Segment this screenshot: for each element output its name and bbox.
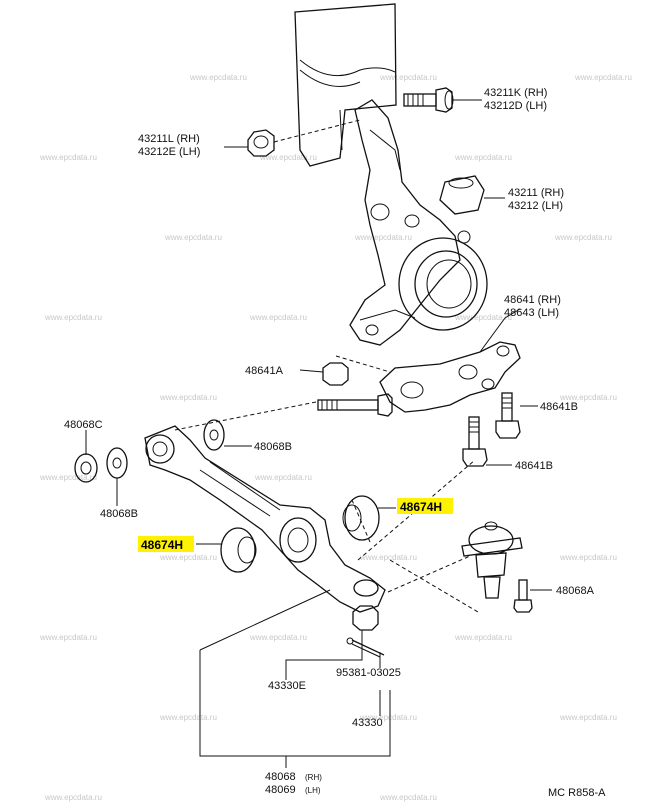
- watermark-text: www.epcdata.ru: [39, 153, 97, 162]
- assembly-dashed-lines: [174, 119, 479, 613]
- watermark-text: www.epcdata.ru: [254, 473, 312, 482]
- label-95381-03025: 95381-03025: [336, 667, 401, 679]
- watermark-text: www.epcdata.ru: [359, 553, 417, 562]
- watermark-text: www.epcdata.ru: [559, 713, 617, 722]
- bolt-48641b-lower-drawing: [462, 416, 488, 467]
- watermark-text: www.epcdata.ru: [259, 153, 317, 162]
- label-48068-rh-side: (RH): [305, 773, 322, 782]
- watermark-text: www.epcdata.ru: [379, 793, 437, 802]
- steering-knuckle-drawing: [349, 99, 488, 346]
- label-43211k-rh: 43211K (RH): [484, 87, 547, 99]
- watermark-text: www.epcdata.ru: [44, 793, 102, 802]
- watermark-text: www.epcdata.ru: [39, 473, 97, 482]
- label-48068: 48068: [265, 771, 296, 783]
- highlight-48674h-upper: [397, 498, 453, 514]
- lower-control-arm-drawing: [144, 425, 386, 613]
- watermark-text: www.epcdata.ru: [249, 313, 307, 322]
- watermark-text: www.epcdata.ru: [159, 393, 217, 402]
- knuckle-arm-plate-drawing: [379, 341, 521, 413]
- watermark-text: www.epcdata.ru: [159, 713, 217, 722]
- watermark-text: www.epcdata.ru: [164, 233, 222, 242]
- watermark-text: www.epcdata.ru: [559, 553, 617, 562]
- bolt-48641b-upper-drawing: [495, 392, 521, 439]
- label-48674h-lower: 48674H: [141, 538, 183, 552]
- label-43211-rh: 43211 (RH): [508, 187, 564, 199]
- label-48641b-upper: 48641B: [540, 401, 578, 413]
- watermark-text: www.epcdata.ru: [44, 313, 102, 322]
- watermark-text: www.epcdata.ru: [559, 393, 617, 402]
- watermark-text: www.epcdata.ru: [574, 73, 632, 82]
- nut-48641a-drawing: [322, 362, 349, 386]
- castle-nut-43330e-drawing: [352, 605, 379, 631]
- label-43212e-lh: 43212E (LH): [138, 146, 200, 158]
- label-43211l-rh: 43211L (RH): [138, 133, 200, 145]
- label-43330e: 43330E: [268, 680, 306, 692]
- label-43212d-lh: 43212D (LH): [484, 100, 547, 112]
- strut-outline-drawing: [294, 3, 397, 167]
- watermark-text: www.epcdata.ru: [189, 73, 247, 82]
- cotter-pin-drawing: [346, 637, 385, 658]
- bolt-43211k-drawing: [403, 87, 454, 113]
- label-48641-rh: 48641 (RH): [504, 294, 561, 306]
- washer-48068b-right-drawing: [203, 419, 225, 451]
- label-48068b-left: 48068B: [100, 508, 138, 520]
- label-43330: 43330: [352, 717, 383, 729]
- watermark-text: www.epcdata.ru: [554, 233, 612, 242]
- label-48068c: 48068C: [64, 419, 103, 431]
- part-labels: 43211K (RH) 43212D (LH) 43211L (RH) 4321…: [64, 87, 606, 799]
- watermark-text: www.epcdata.ru: [454, 313, 512, 322]
- label-48674h-upper: 48674H: [400, 500, 442, 514]
- nut-43211l-drawing: [247, 129, 275, 157]
- watermark-text: www.epcdata.ru: [379, 73, 437, 82]
- ball-joint-drawing: [461, 521, 523, 599]
- label-48643-lh: 48643 (LH): [504, 307, 559, 319]
- watermark-text: www.epcdata.ru: [354, 233, 412, 242]
- label-48641b-lower: 48641B: [515, 460, 553, 472]
- bolt-48068a-drawing: [513, 579, 533, 613]
- label-48069-lh-side: (LH): [305, 786, 321, 795]
- bushing-48674h-lower-drawing: [220, 527, 257, 573]
- figure-code: MC R858-A: [548, 787, 606, 799]
- bolt-48641a-drawing: [317, 393, 393, 417]
- label-48641a: 48641A: [245, 365, 284, 377]
- leader-lines: [85, 99, 552, 768]
- label-48068a: 48068A: [556, 585, 595, 597]
- bushing-48674h-upper-drawing: [342, 495, 380, 541]
- label-48068b-right: 48068B: [254, 441, 292, 453]
- washer-48068b-left-drawing: [106, 447, 128, 479]
- watermark-text: www.epcdata.ru: [39, 633, 97, 642]
- highlight-48674h-lower: [138, 536, 194, 552]
- label-48069: 48069: [265, 784, 296, 796]
- watermark-text: www.epcdata.ru: [359, 713, 417, 722]
- watermark-text: www.epcdata.ru: [159, 553, 217, 562]
- watermark-text: www.epcdata.ru: [454, 633, 512, 642]
- watermark-text: www.epcdata.ru: [454, 153, 512, 162]
- label-43212-lh: 43212 (LH): [508, 200, 563, 212]
- watermark-layer: www.epcdata.ru www.epcdata.ru www.epcdat…: [39, 73, 632, 802]
- watermark-text: www.epcdata.ru: [249, 633, 307, 642]
